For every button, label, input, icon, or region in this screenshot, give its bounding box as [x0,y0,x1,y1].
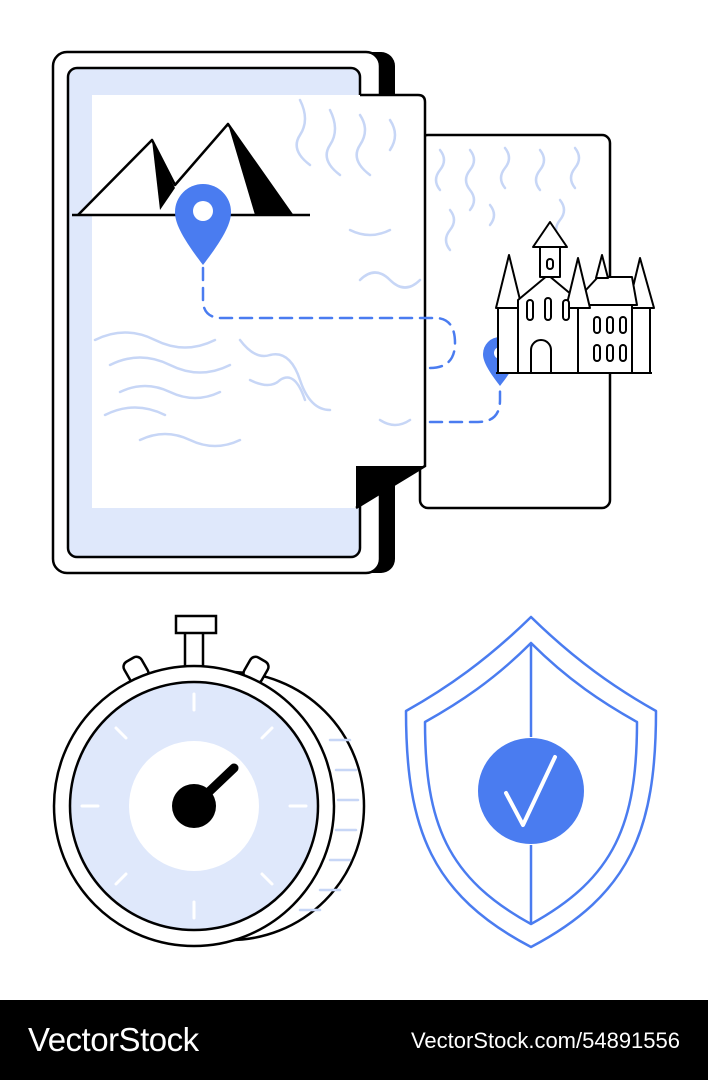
stopwatch-icon [52,614,366,948]
castle-icon [495,221,655,374]
mountain-icon [72,122,310,217]
watermark-footer: VectorStock VectorStock.com/54891556 [0,1000,708,1080]
location-pin-icon [175,184,231,265]
illustration [51,50,658,949]
map-icon [72,93,502,510]
route-line [201,266,502,424]
vectorstock-logo: VectorStock [28,1021,199,1058]
image-id-label: VectorStock.com/54891556 [410,1028,680,1053]
shield-check-icon [404,615,658,949]
